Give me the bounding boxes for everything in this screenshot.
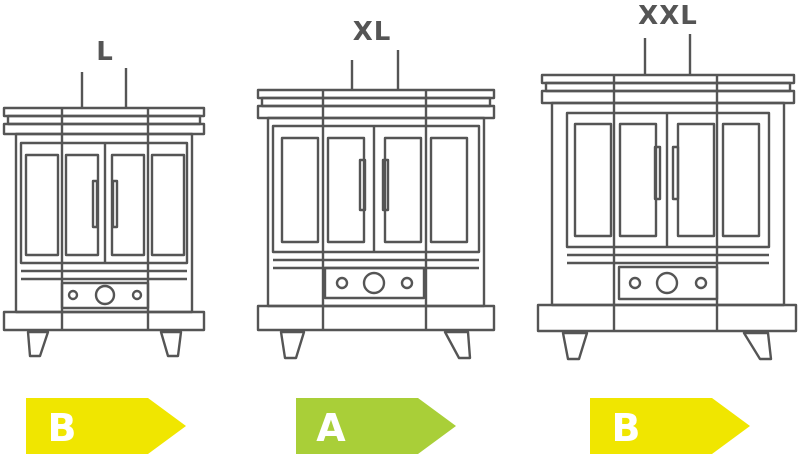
rating-badge-l: B [26, 398, 186, 454]
rating-arrow-l [26, 398, 186, 454]
rating-letter-xl: A [316, 406, 346, 450]
rating-letter-l: B [48, 406, 77, 450]
rating-badge-xl: A [296, 398, 456, 454]
size-label-xxl: XXL [638, 1, 698, 31]
size-label-xl: XL [353, 17, 392, 47]
stove-xl-icon [256, 50, 496, 360]
stove-l-icon [2, 68, 206, 358]
stove-xxl-icon [536, 34, 798, 361]
rating-arrow-xxl [590, 398, 750, 454]
rating-letter-xxl: B [612, 406, 641, 450]
size-label-l: L [96, 37, 114, 67]
rating-arrow-xl [296, 398, 456, 454]
rating-badge-xxl: B [590, 398, 750, 454]
